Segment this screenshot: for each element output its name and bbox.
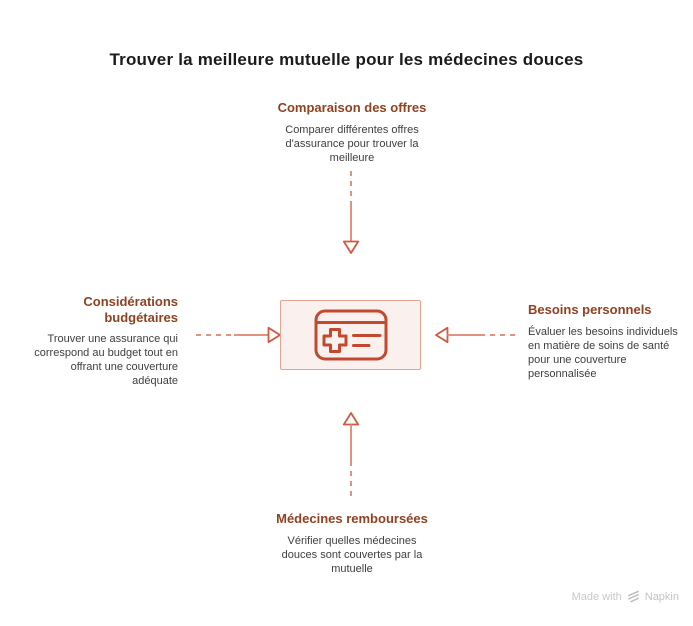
node-remboursees-body: Vérifier quelles médecines douces sont c… bbox=[281, 534, 423, 575]
node-besoins-body: Évaluer les besoins individuels en matiè… bbox=[528, 325, 678, 380]
center-node bbox=[280, 300, 421, 370]
node-besoins-heading: Besoins personnels bbox=[528, 302, 652, 317]
node-considerations: Considérations budgétaires Trouver une a… bbox=[28, 294, 178, 389]
node-comparaison-body: Comparer différentes offres d'assurance … bbox=[285, 123, 419, 164]
napkin-brand-label: Napkin bbox=[644, 590, 679, 603]
connector-arrow-right-icon bbox=[435, 326, 515, 344]
node-comparaison-heading: Comparaison des offres bbox=[277, 100, 427, 115]
node-remboursees: Médecines remboursées Vérifier quelles m… bbox=[247, 511, 457, 577]
made-with-label: Made with bbox=[571, 590, 622, 603]
watermark: Made with Napkin bbox=[572, 590, 679, 603]
node-remboursees-heading: Médecines remboursées bbox=[276, 511, 428, 526]
node-besoins: Besoins personnels Évaluer les besoins i… bbox=[528, 302, 680, 381]
connector-arrow-top-icon bbox=[342, 171, 360, 254]
insurance-card-icon bbox=[314, 309, 387, 361]
diagram-title: Trouver la meilleure mutuelle pour les m… bbox=[109, 50, 584, 69]
connector-arrow-bottom-icon bbox=[342, 412, 360, 496]
node-considerations-body: Trouver une assurance qui correspond au … bbox=[34, 333, 178, 388]
node-comparaison: Comparaison des offres Comparer différen… bbox=[247, 100, 457, 166]
node-considerations-heading: Considérations budgétaires bbox=[83, 294, 178, 325]
napkin-logo-icon bbox=[627, 590, 639, 603]
connector-arrow-left-icon bbox=[196, 326, 281, 344]
